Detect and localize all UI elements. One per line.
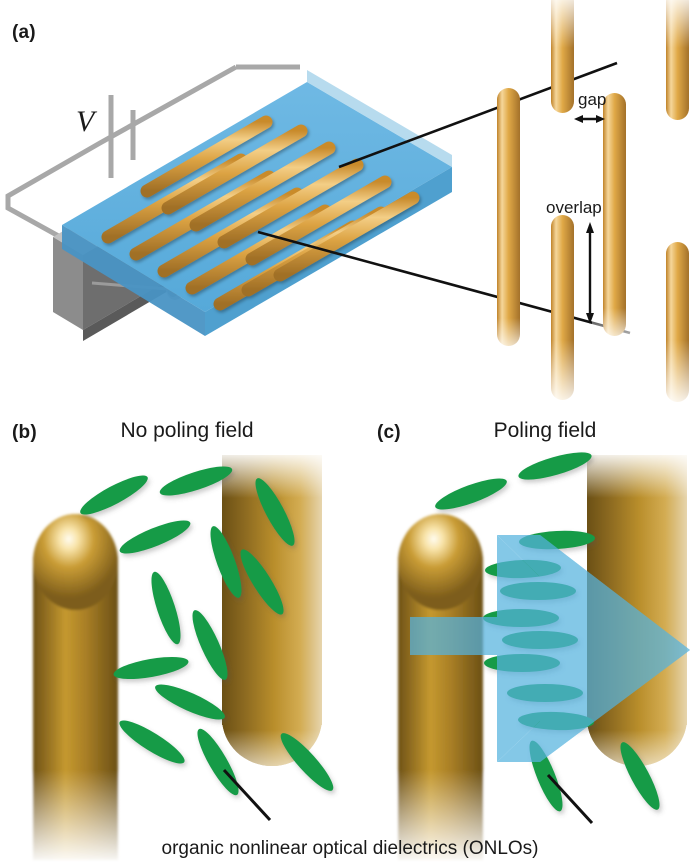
panel-label-a: (a) [12,22,36,43]
chromophore-ellipse [435,478,507,510]
chromophore-ellipse [192,610,228,680]
voltage-label: V [76,105,95,138]
chromophore-ellipse [119,720,185,764]
battery-symbol [108,95,136,178]
overlap-label: overlap [546,198,602,217]
panel-title-c: Poling field [493,419,597,442]
panel-label-c: (c) [377,422,401,443]
poling-field-arrow [410,535,690,762]
figure-caption: organic nonlinear optical dielectrics (O… [161,838,539,859]
chromophore-ellipse [151,571,181,645]
chromophore-ellipse [280,733,334,791]
chromophore-ellipse [255,478,295,546]
panel-label-b: (b) [12,422,37,443]
panel-b-electrodes [25,450,340,865]
chromophore-ellipse [620,742,660,810]
circuit-wire [5,64,300,273]
inset-electrode-rods [486,0,700,410]
electrode-post-right-b [214,450,340,790]
electrode-post-left-b [25,514,126,865]
electrode-post-right-c [579,450,700,790]
chromophore-ellipse [197,728,239,796]
chromophore-ellipse [240,549,284,615]
panel-c-electrodes [390,450,700,865]
interdigitated-electrodes [101,115,420,311]
leader-line-b [222,768,272,822]
overlap-dimension-arrow [586,222,594,324]
chromophore-ellipse [518,452,592,480]
panel-title-b: No poling field [120,419,254,442]
chromophore-ellipse [113,656,189,680]
chromophore-ellipse [159,466,233,496]
chromophore-ellipse [210,526,242,598]
leader-line-c [546,773,594,825]
gap-label: gap [578,90,607,109]
gap-dimension-arrow [574,115,605,123]
panel-a-graphic [5,0,700,410]
panel-b-chromophores [80,466,334,796]
chromophore-ellipse [155,684,225,720]
chromophore-ellipse [80,475,148,515]
electrode-post-left-c [390,514,491,865]
chromophore-ellipse [119,520,191,554]
